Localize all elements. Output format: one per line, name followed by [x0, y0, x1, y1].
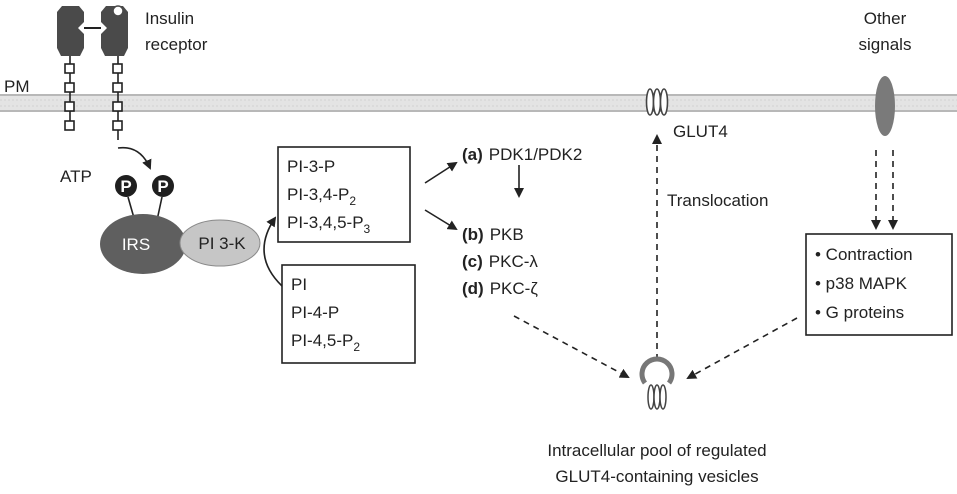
receptor-label-line1: Insulin	[145, 9, 194, 28]
substrate-pi4p: PI-4-P	[291, 303, 339, 322]
product-pi3p: PI-3-P	[287, 157, 335, 176]
signal-p38-mapk: • p38 MAPK	[815, 274, 908, 293]
other-signals-box	[805, 233, 953, 336]
arrow-signals-to-vesicle	[686, 317, 798, 379]
other-signal-receptor	[875, 76, 895, 136]
product-pi34p2: PI-3,4-P2	[287, 185, 356, 208]
pi-substrates-box	[281, 264, 416, 364]
phosphate-2	[152, 175, 174, 197]
pi3k-reaction-arrow	[263, 216, 283, 287]
phosphate-2-label: P	[157, 177, 168, 196]
arrow-to-pdk	[424, 161, 458, 184]
substrate-pi45p2: PI-4,5-P2	[291, 331, 360, 354]
insulin-receptor	[57, 5, 128, 140]
atp-label: ATP	[60, 167, 92, 186]
receptor-label-line2: receptor	[145, 35, 208, 54]
pi3k-protein	[179, 219, 261, 267]
kinase-a: (a)PDK1/PDK2	[462, 145, 582, 164]
phosphate-group: P P	[115, 175, 174, 226]
other-signals-line1: Other	[864, 9, 907, 28]
phosphate-1	[115, 175, 137, 197]
plasma-membrane	[0, 94, 957, 112]
signal-g-proteins: • G proteins	[815, 303, 904, 322]
kinase-b: (b)PKB	[462, 225, 524, 244]
glut4-transporter	[645, 88, 669, 116]
substrate-pi: PI	[291, 275, 307, 294]
kinase-c: (c)PKC-λ	[462, 252, 538, 271]
other-signals-line2: signals	[859, 35, 912, 54]
pm-label: PM	[4, 77, 30, 96]
pool-label-line1: Intracellular pool of regulated	[547, 441, 766, 460]
phosphate-1-label: P	[120, 177, 131, 196]
kinase-d: (d)PKC-ζ	[462, 279, 538, 298]
translocation-label: Translocation	[667, 191, 768, 210]
pool-label-line2: GLUT4-containing vesicles	[555, 467, 758, 486]
arrow-kinases-to-vesicle	[513, 315, 630, 378]
glut4-vesicle	[639, 356, 675, 410]
glut4-label: GLUT4	[673, 122, 728, 141]
irs-protein	[100, 214, 186, 274]
pi-products-box	[277, 146, 411, 243]
irs-label: IRS	[122, 235, 150, 254]
atp-arrow	[117, 146, 152, 170]
pi3k-label: PI 3-K	[198, 234, 246, 253]
arrow-to-pkb	[424, 209, 458, 231]
signal-contraction: • Contraction	[815, 245, 913, 264]
product-pi345p3: PI-3,4,5-P3	[287, 213, 371, 236]
